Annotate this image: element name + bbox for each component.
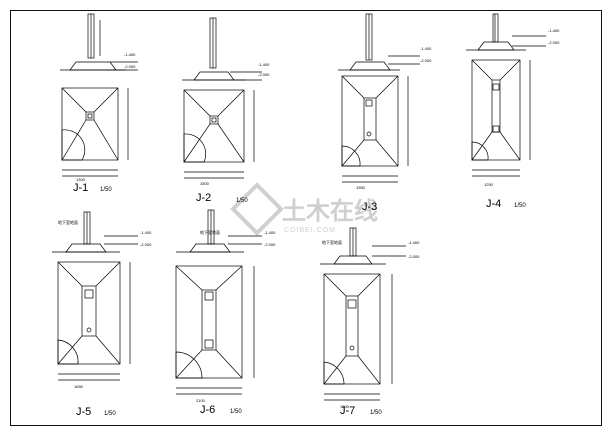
footing-j5-lvl2: -2.000 [140,242,152,247]
footing-j1-lvl2: -2.000 [124,64,136,69]
footing-j1-label: J-1 [73,182,88,194]
footing-j6-lvl1: -1.400 [264,230,276,235]
footing-j2-label: J-2 [196,192,211,204]
footing-j6-scale: 1/50 [230,409,242,415]
footing-j6 [175,209,262,395]
footing-j2 [182,17,262,179]
footing-j5-note: 地下室地面 [58,219,78,225]
footing-j7 [320,227,406,401]
footing-j7-lvl1: -1.400 [408,240,420,245]
watermark-cn: 土木在线 [282,197,378,225]
footing-j1 [60,13,138,177]
footing-j1-lvl1: -1.400 [124,52,136,57]
footing-j4-label: J-4 [486,198,501,210]
footing-j5-dim: 1650 [74,384,84,389]
footing-j6-label: J-6 [200,404,215,416]
footing-j4-lvl2: -2.000 [548,40,560,45]
footing-j4-lvl1: -1.400 [548,28,560,33]
footing-j5 [52,211,138,381]
footing-j3-label: J-3 [362,201,377,213]
footing-j2-lvl2: -2.000 [258,72,270,77]
footing-j4 [466,13,546,177]
footing-j4-scale: 1/50 [514,203,526,209]
footing-j6-lvl2: -2.000 [264,242,276,247]
drawing-border [10,10,602,426]
footing-j7-dim: 1900 [340,404,350,409]
footing-j2-lvl1: -1.400 [258,62,270,67]
footing-j5-scale: 1/50 [104,411,116,417]
footing-j7-scale: 1/50 [370,410,382,416]
footing-j5-lvl1: -1.400 [140,230,152,235]
footing-j5-label: J-5 [76,406,91,418]
footing-j3-dim: 1950 [356,185,366,190]
footing-j7-note: 地下室地面 [322,239,342,245]
watermark: 土木在线 COIBEI.COM [230,182,378,236]
footing-j6-dim: 2100 [196,398,206,403]
footing-j2-scale: 1/50 [236,198,248,204]
footing-j7-label: J-7 [340,405,355,417]
footing-j3-lvl2: -2.000 [420,58,432,63]
footing-j4-dim: 1250 [484,182,494,187]
footing-j1-scale: 1/50 [100,187,112,193]
footing-j3 [338,13,420,183]
footing-j6-note: 地下室地面 [200,229,220,235]
footing-j7-lvl2: -2.000 [408,254,420,259]
footing-j1-dim: 1300 [76,177,86,182]
watermark-en: COIBEI.COM [284,227,336,234]
footing-j2-dim: 1500 [200,181,210,186]
footing-j3-lvl1: -1.400 [420,46,432,51]
